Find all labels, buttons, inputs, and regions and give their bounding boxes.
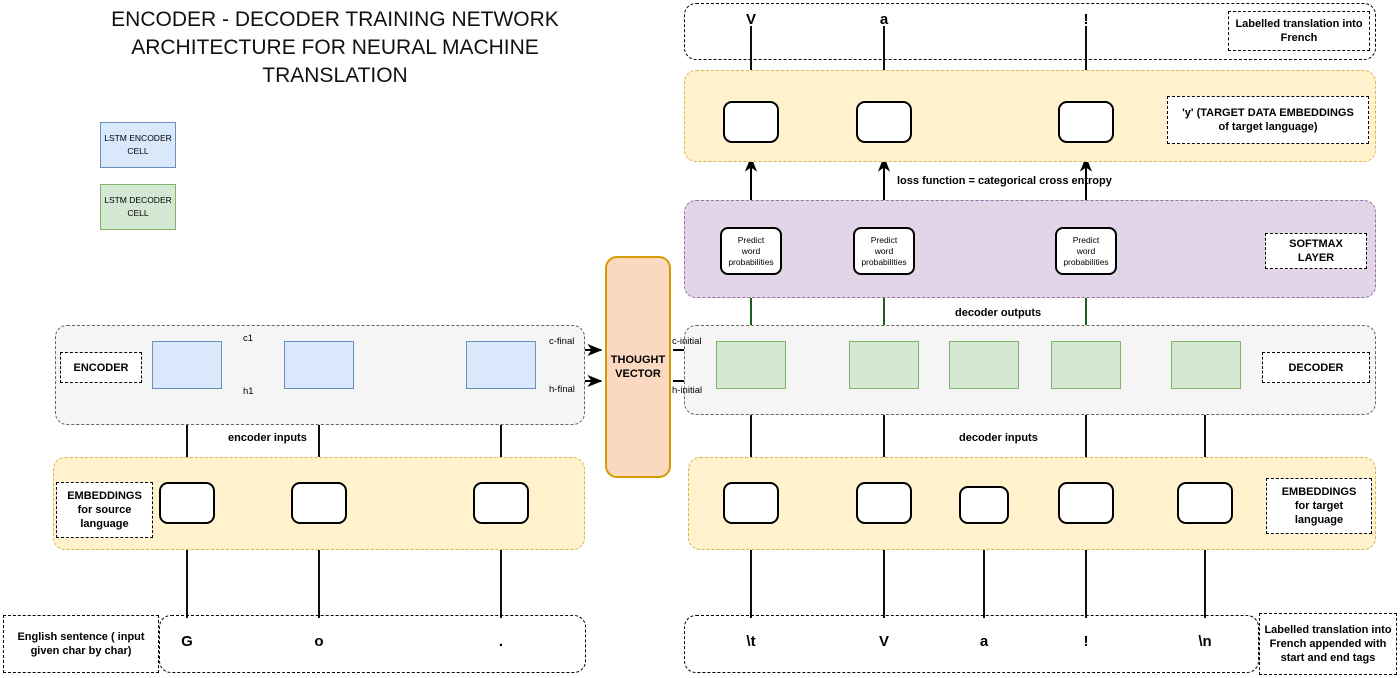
- target-embeddings-line3: language: [1294, 514, 1344, 526]
- y-target-label-line1: 'y' (TARGET DATA EMBEDDINGS: [1182, 107, 1354, 119]
- decoder-cell-3: [949, 341, 1019, 389]
- source-caption-line1: English sentence ( input: [17, 631, 145, 643]
- decoder-inputs-label: decoder inputs: [959, 432, 1038, 444]
- decoder-cell-4: [1051, 341, 1121, 389]
- legend-decoder-line1: LSTM DECODER: [104, 195, 172, 205]
- source-sentence-caption: English sentence ( input given char by c…: [3, 615, 159, 673]
- target-embeddings-label: EMBEDDINGS for target language: [1266, 478, 1372, 534]
- target-embedding-box-2: [856, 482, 912, 524]
- source-embeddings-line3: language: [80, 518, 129, 530]
- source-sentence-row: [159, 615, 586, 673]
- predict-line2-3: word: [1076, 245, 1096, 256]
- predict-line3-2: probabilities: [861, 256, 907, 267]
- legend-encoder-line1: LSTM ENCODER: [104, 133, 172, 143]
- encoder-state-label-c1: c1: [243, 333, 254, 344]
- encoder-cell-1: [152, 341, 222, 389]
- source-embedding-box-1: [159, 482, 215, 524]
- labelled-translation-caption: Labelled translation into French: [1228, 11, 1370, 51]
- encoder-cell-3: [466, 341, 536, 389]
- target-char-5: \n: [1198, 633, 1212, 650]
- target-embeddings-region: [688, 457, 1376, 550]
- labelled-translation-row: [684, 3, 1376, 60]
- target-char-2: V: [878, 633, 889, 650]
- source-embeddings-line1: EMBEDDINGS: [67, 490, 142, 502]
- target-sentence-row: [684, 615, 1259, 673]
- decoder-cell-1: [716, 341, 786, 389]
- target-embedding-box-3: [959, 486, 1009, 524]
- predict-line1-1: Predict: [737, 234, 765, 245]
- y-embedding-box-3: [1058, 101, 1114, 143]
- decoder-state-label-h-initial: h-initial: [672, 385, 703, 396]
- target-embedding-box-4: [1058, 482, 1114, 524]
- predict-line1-3: Predict: [1072, 234, 1100, 245]
- target-char-1: \t: [746, 633, 756, 650]
- y-embedding-box-2: [856, 101, 912, 143]
- thought-vector: THOUGHT VECTOR: [605, 256, 671, 478]
- decoder-state-label-c-initial: c-initial: [672, 336, 702, 347]
- legend-decoder-line2: CELL: [127, 208, 149, 218]
- softmax-label-line2: LAYER: [1297, 252, 1335, 264]
- decoder-outputs-label: decoder outputs: [955, 307, 1042, 319]
- target-caption-line3: start and end tags: [1280, 652, 1376, 664]
- target-caption-line1: Labelled translation into: [1264, 624, 1392, 636]
- thought-vector-line2: VECTOR: [615, 368, 661, 380]
- decoder-cell-2: [849, 341, 919, 389]
- source-char-3: .: [498, 633, 504, 650]
- y-embedding-box-1: [723, 101, 779, 143]
- encoder-cell-2: [284, 341, 354, 389]
- predict-word-probabilities-1: Predict word probabilities: [720, 227, 782, 275]
- labelled-char-1: V: [745, 11, 756, 28]
- source-embedding-box-3: [473, 482, 529, 524]
- source-embeddings-line2: for source: [77, 504, 132, 516]
- labelled-translation-line2: French: [1280, 32, 1318, 44]
- target-embedding-box-5: [1177, 482, 1233, 524]
- legend-lstm-encoder-cell: LSTM ENCODER CELL: [100, 122, 176, 168]
- predict-line2-1: word: [741, 245, 761, 256]
- predict-line3-3: probabilities: [1063, 256, 1109, 267]
- source-embedding-box-2: [291, 482, 347, 524]
- loss-function-label: loss function = categorical cross entrop…: [897, 175, 1112, 187]
- softmax-region-label: SOFTMAX LAYER: [1265, 233, 1367, 269]
- encoder-region-label: ENCODER: [60, 352, 142, 383]
- target-char-4: !: [1083, 633, 1089, 650]
- source-char-1: G: [181, 633, 193, 650]
- source-caption-line2: given char by char): [30, 645, 132, 657]
- target-embeddings-line1: EMBEDDINGS: [1281, 486, 1357, 498]
- predict-word-probabilities-2: Predict word probabilities: [853, 227, 915, 275]
- decoder-cell-5: [1171, 341, 1241, 389]
- target-caption-line2: French appended with: [1269, 638, 1387, 650]
- source-char-2: o: [314, 633, 324, 650]
- legend-encoder-line2: CELL: [127, 146, 149, 156]
- predict-word-probabilities-3: Predict word probabilities: [1055, 227, 1117, 275]
- softmax-region: [684, 200, 1376, 298]
- thought-vector-line1: THOUGHT: [610, 354, 666, 366]
- encoder-state-label-h1: h1: [243, 386, 254, 397]
- labelled-char-2: a: [879, 11, 889, 28]
- legend-lstm-decoder-cell: LSTM DECODER CELL: [100, 184, 176, 230]
- target-embedding-box-1: [723, 482, 779, 524]
- predict-line3-1: probabilities: [728, 256, 774, 267]
- y-target-embeddings-label: 'y' (TARGET DATA EMBEDDINGS of target la…: [1167, 96, 1369, 144]
- source-embeddings-label: EMBEDDINGS for source language: [56, 482, 153, 538]
- target-sentence-caption: Labelled translation into French appende…: [1259, 613, 1397, 675]
- page-title: ENCODER - DECODER TRAINING NETWORK ARCHI…: [111, 8, 559, 87]
- softmax-label-line1: SOFTMAX: [1289, 238, 1343, 250]
- predict-line2-2: word: [874, 245, 894, 256]
- decoder-region-label: DECODER: [1262, 352, 1370, 383]
- encoder-state-label-h-final: h-final: [549, 384, 575, 395]
- labelled-translation-line1: Labelled translation into: [1235, 18, 1363, 30]
- y-target-label-line2: of target language): [1218, 121, 1318, 133]
- predict-line1-2: Predict: [870, 234, 898, 245]
- encoder-state-label-c-final: c-final: [549, 336, 575, 347]
- decoder-region: [684, 325, 1376, 415]
- labelled-char-3: !: [1083, 11, 1089, 28]
- encoder-inputs-label: encoder inputs: [228, 432, 307, 444]
- target-embeddings-line2: for target: [1294, 500, 1344, 512]
- target-char-3: a: [979, 633, 989, 650]
